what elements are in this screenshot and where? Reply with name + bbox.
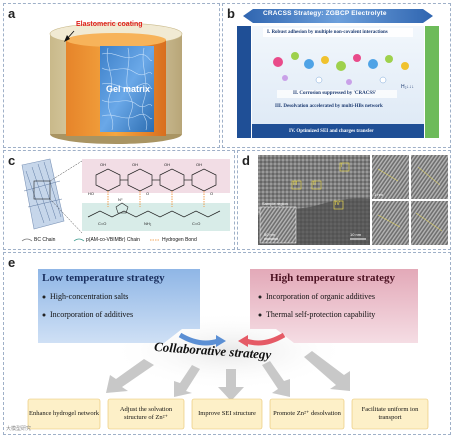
outcome-3: Improve SEI structure (198, 410, 256, 418)
electrolyte-body (252, 26, 424, 138)
hydrogen-bonds (107, 191, 205, 207)
svg-text:C=O: C=O (98, 221, 106, 226)
panel-d: d (237, 150, 451, 250)
watermark: 大模型研究 (6, 426, 32, 432)
polymer-band (82, 203, 230, 231)
tile-3 (372, 201, 409, 245)
point-1: I. Robust adhesion by multiple non-coval… (267, 30, 388, 35)
svg-text:O: O (146, 191, 149, 196)
low-temp-title: Low temperature strategy (42, 272, 165, 284)
outcome-4: Promote Zn²⁺ desolvation (273, 410, 341, 418)
high-item-1: Incorporation of organic additives (266, 292, 375, 301)
high-arrow (245, 332, 286, 346)
strategy-flow-diagram (27, 269, 429, 430)
box-label-4: IV (335, 201, 340, 207)
low-item-2: Incorporation of additives (50, 310, 134, 319)
gel-network-lines (101, 47, 153, 131)
cellulose-chain (95, 168, 217, 192)
legend-bc: BC Chain (34, 237, 56, 243)
panel-letter-b: b (227, 6, 235, 21)
zn-anode-pillar (237, 26, 251, 138)
legend-hb: Hydrogen Bond (162, 237, 197, 243)
inset-label: Sample region (262, 201, 288, 206)
point-4: IV. Optimized SEI and charges transfer (289, 129, 374, 134)
high-temp-title: High temperature strategy (270, 272, 396, 284)
high-temp-box (250, 269, 418, 343)
tile-1 (372, 155, 409, 199)
panel-b: b (222, 3, 451, 148)
low-item-1: High-concentration salts (50, 292, 129, 301)
box-label-2: II (313, 181, 316, 187)
svg-text:O: O (210, 191, 213, 196)
svg-text:OH: OH (196, 162, 202, 167)
panel-letter-e: e (8, 255, 16, 270)
gel-matrix-face (100, 46, 154, 132)
low-arrow (178, 332, 219, 346)
gel-cylinder-illustration (49, 22, 183, 144)
polymer-backbone (87, 210, 221, 218)
panel-letter-d: d (242, 153, 250, 168)
coating-label: Elastomeric coating (76, 21, 143, 28)
outcome-5: Facilitate uniform ion transport (361, 406, 419, 421)
svg-text:OH: OH (132, 162, 138, 167)
scale-inset: 50 nm (264, 232, 276, 237)
svg-text:HO: HO (88, 191, 94, 196)
box-label-1: I (341, 163, 343, 169)
high-item-2: Thermal self-protection capability (266, 310, 376, 319)
tile-measure-lines (377, 166, 443, 232)
legend-bc-mark (21, 238, 33, 242)
gel-matrix-label: Gel matrix (106, 84, 151, 94)
svg-text:OH: OH (164, 162, 170, 167)
tem-inset (259, 206, 297, 244)
outcome-boxes (27, 398, 429, 430)
molecule-cluster (273, 52, 409, 85)
point-2: II. Corrosion suppressed by 'CRACSS' (293, 91, 377, 96)
core-top (66, 33, 166, 47)
h2-label: H₂↓↓↓ (401, 84, 415, 90)
svg-text:NH₂: NH₂ (144, 221, 152, 226)
point-3: III. Desolvation accelerated by multi-HB… (275, 104, 383, 109)
chemical-structure: OH OH OH OH HO O O C=O NH₂ C=O N⁺ (21, 158, 230, 242)
svg-text:N⁺: N⁺ (118, 197, 123, 202)
outcome-arrows (106, 351, 350, 401)
scale-main: 10 nm (350, 232, 362, 237)
strategy-banner-text: CRACSS Strategy: ZGBCP Electrolyte (263, 10, 387, 17)
tile-4 (411, 201, 448, 245)
zn-anode-label: (002) preferred Zn anode (232, 65, 238, 124)
pani-cathode-pillar (425, 26, 439, 138)
outcome-2: Adjust the solvation structure of Zn²⁺ (119, 406, 173, 421)
tile-scale: 1 nm (374, 192, 383, 197)
legend-poly-mark (73, 238, 85, 242)
panel-e: e (3, 252, 451, 435)
box-label-3: III (293, 181, 298, 187)
bc-band (82, 159, 230, 193)
legend-poly: p(AM-co-VBIMBr) Chain (86, 237, 140, 243)
panel-letter-c: c (8, 153, 16, 168)
panel-c: c OH OH OH OH HO O O (3, 150, 235, 250)
panel-a: a (3, 3, 220, 148)
panel-letter-a: a (8, 6, 16, 21)
region-boxes (291, 162, 350, 210)
svg-text:C=O: C=O (192, 221, 200, 226)
outcome-1: Enhance hydrogel network (28, 410, 100, 418)
strategy-banner-arrow (243, 9, 433, 23)
low-temp-box (38, 269, 200, 343)
pani-cathode-label: Chain-stable PANI cathode (438, 28, 444, 92)
fiber-bundle (21, 158, 65, 230)
tem-images (258, 155, 448, 245)
tile-2 (411, 155, 448, 199)
svg-text:OH: OH (100, 162, 106, 167)
strategy-schematic (237, 9, 439, 138)
bottom-band (252, 124, 424, 138)
